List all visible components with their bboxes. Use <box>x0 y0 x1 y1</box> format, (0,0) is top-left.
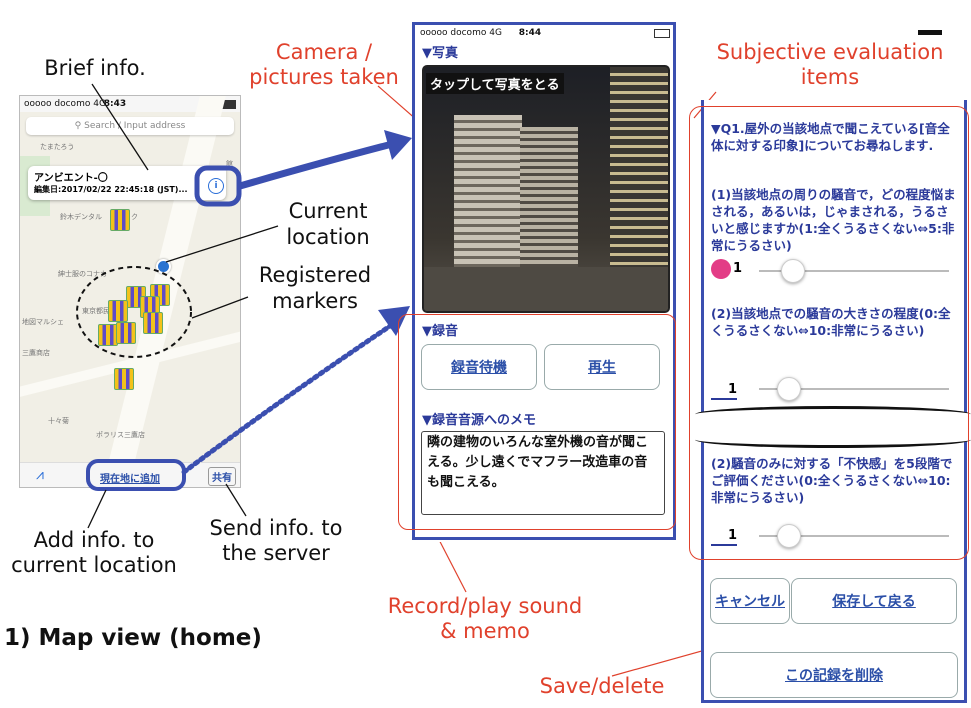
pointer-brief <box>91 83 149 171</box>
record-section-header: ▼録音 <box>422 324 458 339</box>
photo-building <box>610 67 668 297</box>
record-memo-highlight <box>398 314 676 530</box>
q1-2-value-field[interactable]: 1 <box>711 382 737 400</box>
map-label: ポラリス三鷹店 <box>96 431 145 439</box>
q1-2-question: (2)当該地点での騒音の大きさの程度(0:全くうるさくない⇔10:非常にうるさい… <box>711 306 951 338</box>
eval-phone-screen: ▼Q1.屋外の当該地点で聞こえている[音全体に対する印象]についてお尋ねします.… <box>689 100 971 708</box>
cancel-button[interactable]: キャンセル <box>710 578 790 624</box>
photo-overlay-text[interactable]: タップして写真をとる <box>426 73 564 94</box>
annotation-registered-markers: Registered markers <box>258 263 372 313</box>
record-standby-button[interactable]: 録音待機 <box>421 344 537 390</box>
map-label: 紳士服のコナカ <box>58 270 107 278</box>
pointer-add <box>87 489 107 529</box>
add-highlight <box>86 459 186 491</box>
emoji-face-icon <box>711 259 731 279</box>
registered-marker[interactable] <box>108 300 128 322</box>
map-label: ック <box>124 213 138 221</box>
brief-info-callout[interactable]: アンビエント-〇 編集日:2017/02/22 22:45:18 (JST)..… <box>28 166 226 200</box>
annotation-current-location: Current location <box>286 199 370 249</box>
q1-title: ▼Q1.屋外の当該地点で聞こえている[音全体に対する印象]についてお尋ねします. <box>711 121 950 153</box>
q2-2-slider-track[interactable] <box>759 535 949 537</box>
record-phone-frame <box>412 22 676 540</box>
q2-2-value-field[interactable]: 1 <box>711 528 737 546</box>
photo-building <box>454 115 522 295</box>
top-right-bar <box>918 30 942 35</box>
annotation-camera: Camera / pictures taken <box>249 40 399 89</box>
markers-ellipse <box>76 266 192 358</box>
arrowhead <box>378 306 410 336</box>
map-label: 地図マルシェ <box>22 318 64 326</box>
annotation-brief-info: Brief info. <box>44 56 146 80</box>
map-label: 三鷹商店 <box>22 349 50 357</box>
registered-marker[interactable] <box>116 322 136 344</box>
play-button[interactable]: 再生 <box>544 344 660 390</box>
search-bar[interactable]: ⚲ Search / Input address <box>26 117 234 135</box>
callout-title: アンビエント-〇 <box>34 173 108 184</box>
q1-2-slider-track[interactable] <box>759 388 949 390</box>
network-label: 4G <box>93 99 106 109</box>
info-button[interactable]: i <box>208 178 224 194</box>
registered-marker[interactable] <box>114 368 134 390</box>
q1-1-slider-thumb[interactable] <box>781 259 805 283</box>
photo-building <box>520 127 578 287</box>
q1-1-question: (1)当該地点の周りの騒音で，どの程度悩まされる，あるいは，じゃまされる，うるさ… <box>711 187 956 253</box>
pointer-send <box>225 483 247 517</box>
memo-section-header: ▼録音音源へのメモ <box>422 413 536 428</box>
info-highlight <box>194 165 242 207</box>
map-label: 館 <box>226 160 233 168</box>
annotation-record-memo: Record/play sound & memo <box>387 594 583 643</box>
pointer-markers <box>191 296 249 319</box>
annotation-subjective: Subjective evaluation items <box>716 40 944 89</box>
pointer-current <box>165 225 279 263</box>
callout-edited-date: 編集日:2017/02/22 22:45:18 (JST)... <box>34 185 188 194</box>
status-bar: ooooo docomo 4G 8:43 <box>20 96 240 112</box>
status-time: 8:43 <box>103 99 127 109</box>
map-label: 鈴木デンタル <box>60 213 102 221</box>
annotation-add-info: Add info. to current location <box>11 528 177 577</box>
network-label: 4G <box>489 28 502 38</box>
annotation-send-info: Send info. to the server <box>209 516 343 565</box>
share-button[interactable]: 共有 <box>208 467 236 486</box>
q1-1-value: 1 <box>733 261 743 276</box>
compass-icon[interactable]: ⩘ <box>36 467 44 483</box>
map-label: 東京都民 <box>82 307 110 315</box>
map-phone-screen: ooooo docomo 4G 8:43 ⚲ Search / Input ad… <box>19 95 241 488</box>
photo-preview[interactable]: タップして写真をとる <box>422 65 670 313</box>
delete-record-button[interactable]: この記録を削除 <box>710 652 958 698</box>
map-label: たまたろう <box>40 143 75 151</box>
annotation-map-view: 1) Map view (home) <box>4 625 262 651</box>
record-phone-screen: ooooo docomo 4G 8:44 ▼写真 タップして写真をとる ▼録音 … <box>398 22 678 542</box>
arrow-to-photo <box>236 138 404 190</box>
eval-phone-frame <box>701 100 967 703</box>
registered-marker[interactable] <box>110 209 130 231</box>
search-placeholder: Search / Input address <box>84 121 186 131</box>
photo-building <box>424 267 668 311</box>
annotation-save-delete: Save/delete <box>539 674 665 698</box>
arrow-to-memo <box>181 319 399 475</box>
search-icon: ⚲ <box>74 121 85 131</box>
q1-1-slider-track[interactable] <box>759 270 949 272</box>
content-break <box>695 406 971 448</box>
memo-textarea[interactable]: 隣の建物のいろんな室外機の音が聞こえる。少し遠くでマフラー改造車の音も聞こえる。 <box>421 431 665 515</box>
status-bar: ooooo docomo 4G 8:44 <box>416 25 674 41</box>
battery-icon <box>654 28 670 38</box>
q2-2-question: (2)騒音のみに対する「不快感」を5段階でご評価ください(0:全くうるさくない⇔… <box>711 456 953 505</box>
q1-2-slider-thumb[interactable] <box>777 377 801 401</box>
q2-2-slider-thumb[interactable] <box>777 524 801 548</box>
add-here-button[interactable]: 現在地に追加 <box>100 474 160 485</box>
subjective-highlight <box>689 106 969 560</box>
status-time: 8:44 <box>518 28 542 38</box>
photo-section-header: ▼写真 <box>422 46 458 61</box>
arrowhead <box>384 130 412 160</box>
save-back-button[interactable]: 保存して戻る <box>791 578 957 624</box>
carrier-label: ooooo docomo <box>420 28 487 38</box>
bottom-toolbar: ⩘ 現在地に追加 共有 <box>20 462 240 487</box>
registered-marker[interactable] <box>143 312 163 334</box>
carrier-label: ooooo docomo <box>24 99 91 109</box>
map-label: 十々菊 <box>48 417 69 425</box>
